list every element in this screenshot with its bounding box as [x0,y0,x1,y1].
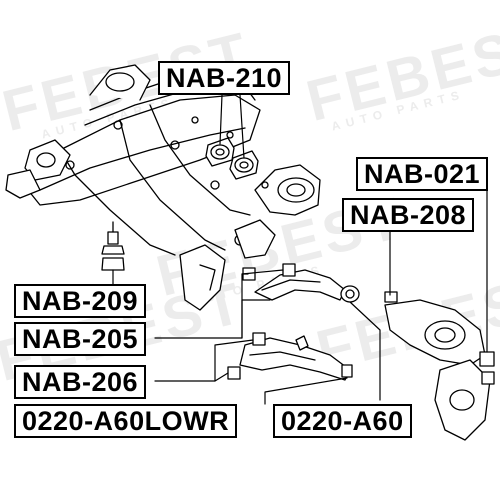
label-nab-210[interactable]: NAB-210 [158,61,291,95]
leader-lines [112,94,488,405]
knuckle-assembly [384,291,495,441]
subframe-drawing [5,64,321,311]
label-nab-021[interactable]: NAB-021 [356,157,489,191]
upper-control-arm [242,263,360,303]
label-nab-206[interactable]: NAB-206 [14,365,147,399]
label-0220-a60[interactable]: 0220-A60 [273,404,412,438]
label-nab-208[interactable]: NAB-208 [342,198,475,232]
label-0220-a60lowr[interactable]: 0220-A60LOWR [14,404,238,438]
label-nab-205[interactable]: NAB-205 [14,322,147,356]
nab-209-mount [101,221,125,271]
nab-210-bushings [205,137,259,180]
lower-control-arm [227,332,353,381]
label-nab-209[interactable]: NAB-209 [14,284,147,318]
